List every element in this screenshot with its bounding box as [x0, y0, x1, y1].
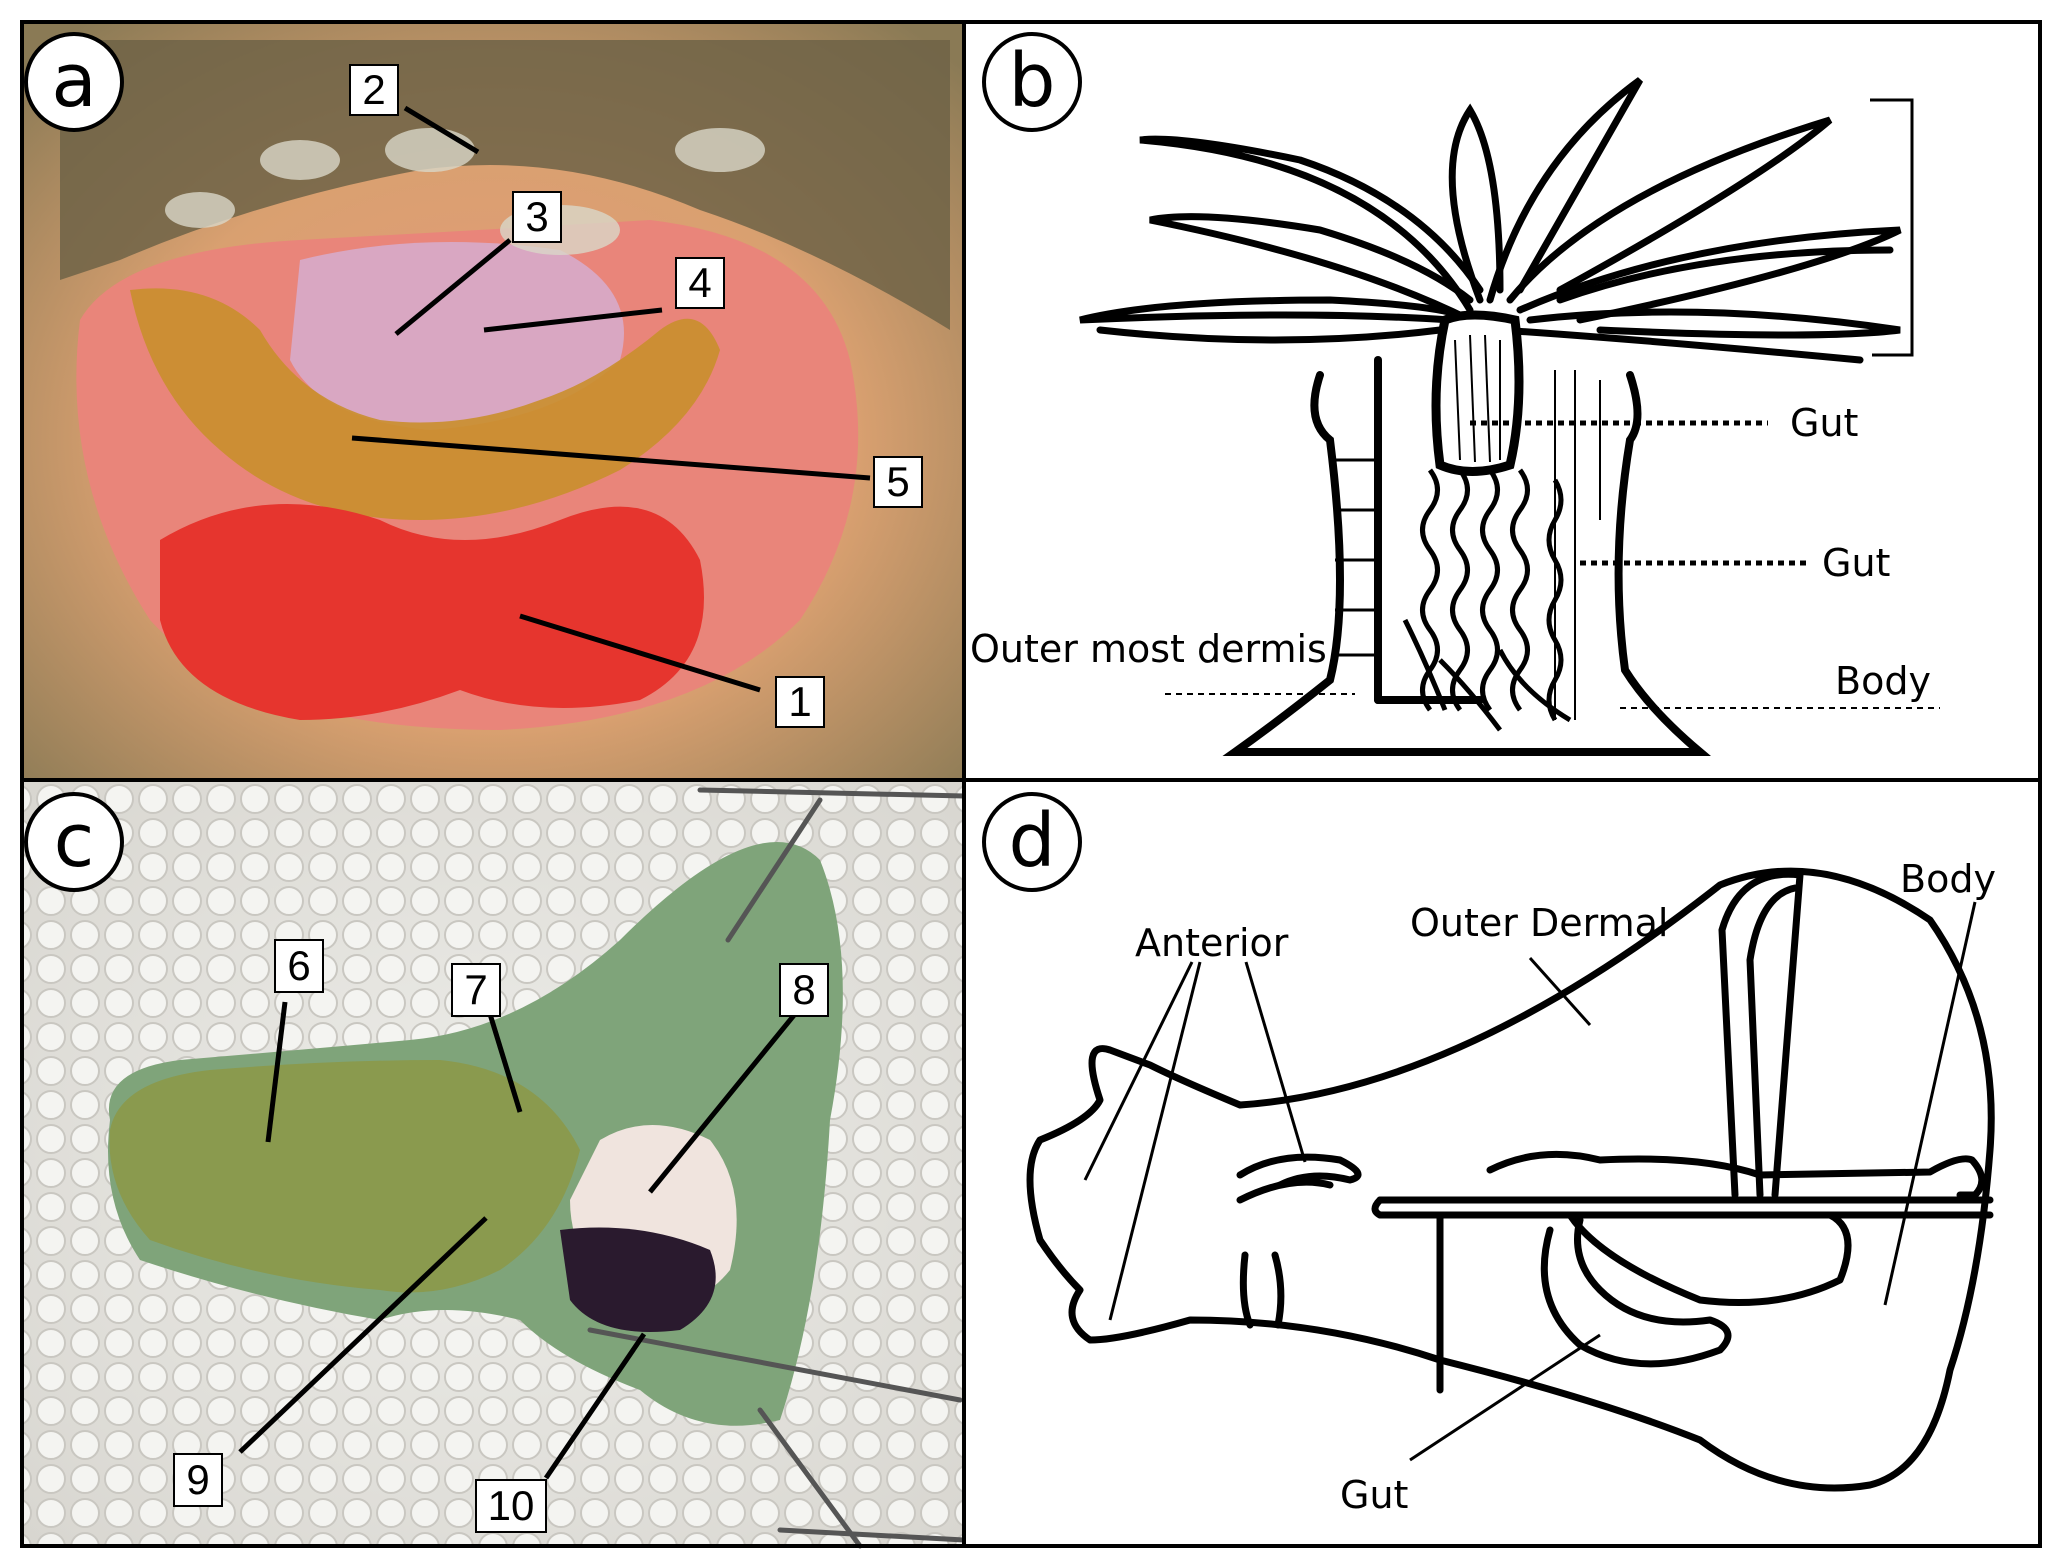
- panel-c-specimen-body: [109, 1060, 580, 1293]
- marker-6-label: 6: [287, 942, 310, 989]
- panel-c-pins: [587, 787, 967, 1549]
- marker-10: 10: [475, 1479, 547, 1533]
- panel-c-dark-region: [560, 1227, 716, 1332]
- marker-1-label: 1: [788, 678, 811, 725]
- panel-b-body-column: [1222, 356, 1711, 756]
- panel-d-label-outer-dermal: Outer Dermal: [1410, 901, 1668, 945]
- panel-c-letter-text: c: [54, 798, 95, 884]
- panel-b-pharynx: [1431, 310, 1524, 476]
- panel-a: 2 3 4 5 1 a: [22, 22, 964, 780]
- panel-b-letter: b: [982, 32, 1082, 132]
- panel-b-pharynx-lines: [1454, 334, 1501, 463]
- panel-borders: [20, 20, 2042, 1548]
- panel-a-tentacle-region: [60, 40, 950, 330]
- panel-a-red-mass: [160, 504, 704, 720]
- marker-6: 6: [274, 939, 324, 993]
- marker-2-label: 2: [362, 66, 385, 113]
- marker-9-label: 9: [186, 1456, 209, 1503]
- marker-2: 2: [349, 64, 399, 116]
- panel-b: Gut Gut Outer most dermis Body b: [964, 22, 2040, 780]
- marker-8-label: 8: [792, 966, 815, 1013]
- panel-b-label-gut-lower: Gut: [1822, 541, 1890, 585]
- panel-c-letter: c: [24, 792, 124, 892]
- panel-c: 6 7 8 9 10 c: [22, 780, 967, 1549]
- panel-a-letter-text: a: [51, 38, 96, 124]
- panel-d-letter: d: [982, 792, 1082, 892]
- panel-b-tentacles: [1079, 77, 1902, 364]
- marker-4: 4: [675, 257, 725, 309]
- panel-c-markers: 6 7 8 9 10: [173, 939, 829, 1533]
- panel-d-outline: [1026, 867, 1995, 1492]
- panel-a-lilac-disc: [290, 242, 624, 430]
- panel-d-leader-lines: [1083, 901, 1977, 1462]
- panel-d-label-body: Body: [1900, 857, 1996, 901]
- marker-3: 3: [512, 191, 562, 243]
- panel-c-leader-lines: [238, 1001, 797, 1480]
- panel-b-bracket: [1870, 98, 1914, 357]
- panel-b-letter-text: b: [1009, 38, 1056, 124]
- panel-a-golden-patches: [130, 288, 720, 520]
- panel-b-dermis-rungs: [1335, 458, 1378, 657]
- marker-10-label: 10: [488, 1482, 535, 1529]
- panel-d-label-gut: Gut: [1340, 1473, 1408, 1517]
- panel-b-label-outer-dermis: Outer most dermis: [970, 627, 1327, 671]
- panel-b-label-gut-upper: Gut: [1790, 401, 1858, 445]
- panel-a-markers: 2 3 4 5 1: [349, 64, 923, 728]
- marker-3-label: 3: [525, 193, 548, 240]
- panel-b-label-body: Body: [1835, 659, 1931, 703]
- panel-d: Anterior Outer Dermal Body Gut d: [964, 780, 2040, 1546]
- panel-d-label-anterior: Anterior: [1135, 921, 1289, 965]
- panel-d-letter-text: d: [1009, 798, 1056, 884]
- panel-b-mesentery-lines: [1554, 370, 1601, 720]
- marker-7: 7: [451, 963, 501, 1017]
- panel-a-leader-lines: [351, 105, 871, 693]
- marker-7-label: 7: [464, 966, 487, 1013]
- marker-9: 9: [173, 1453, 223, 1507]
- panel-b-dotted-leaders: [1470, 420, 1810, 566]
- marker-1: 1: [775, 676, 825, 728]
- marker-5: 5: [873, 456, 923, 508]
- marker-8: 8: [779, 963, 829, 1017]
- marker-5-label: 5: [886, 458, 909, 505]
- panel-b-thin-leaders: [1165, 693, 1940, 709]
- marker-4-label: 4: [688, 259, 711, 306]
- panel-a-letter: a: [24, 32, 124, 132]
